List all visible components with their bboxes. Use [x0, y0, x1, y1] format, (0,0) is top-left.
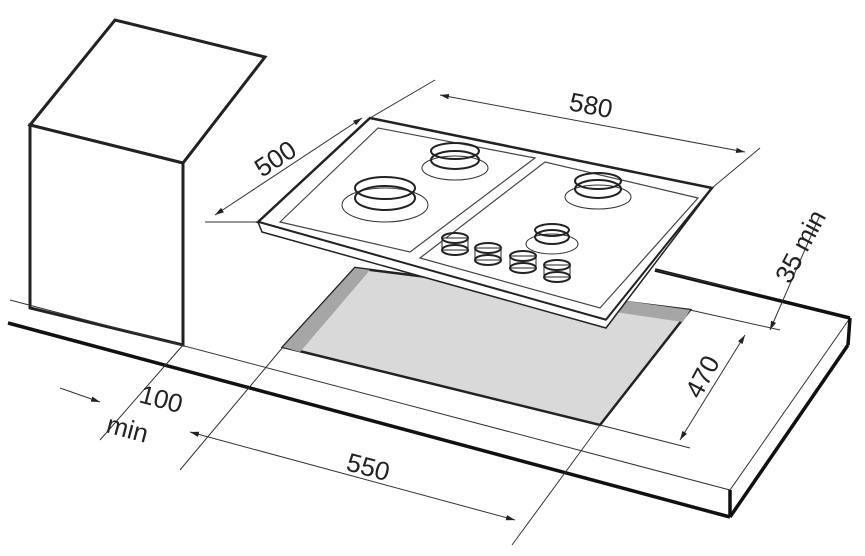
dimension-label-470: 470: [679, 350, 726, 402]
dimension-lines: [59, 79, 821, 546]
dimension-label-580: 580: [567, 86, 615, 124]
wall-cabinet: [27, 18, 268, 347]
dimension-label-550: 550: [343, 447, 393, 487]
burner: [525, 223, 579, 255]
burner: [564, 172, 632, 210]
control-knobs: [441, 232, 571, 283]
countertop: [7, 268, 852, 519]
dimension-label-35-min: 35 min: [769, 205, 832, 288]
dimension-label-100: 100: [136, 379, 186, 419]
dimension-label-min: min: [103, 409, 151, 449]
dimension-label-500: 500: [249, 134, 302, 183]
